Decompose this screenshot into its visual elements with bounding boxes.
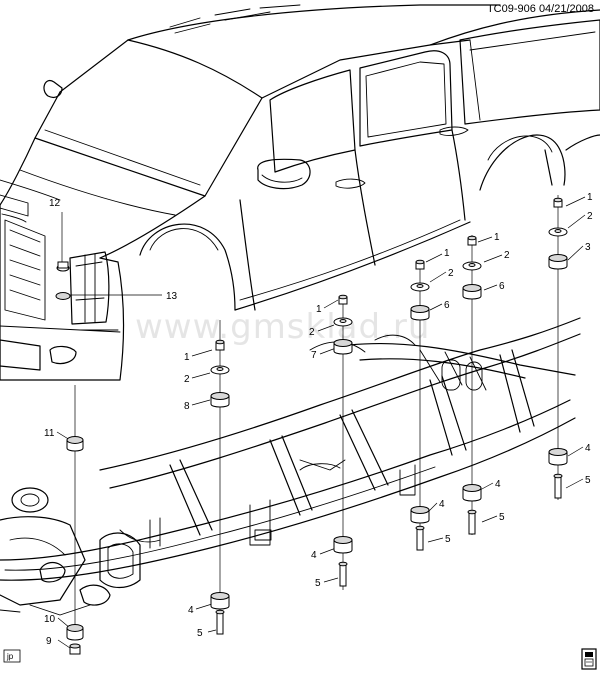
callout-2-rear-left: 2 bbox=[448, 268, 454, 279]
callout-2-front-mid: 2 bbox=[309, 327, 315, 338]
mount-stack-front-left bbox=[210, 339, 230, 635]
callout-4-rear-most: 4 bbox=[585, 443, 591, 454]
corner-tag-jp: jp bbox=[3, 649, 21, 663]
diagram-header: TC09-906 04/21/2008 bbox=[487, 3, 594, 15]
mount-stack-front-mid bbox=[333, 294, 353, 587]
callout-1-front-left: 1 bbox=[184, 352, 190, 363]
front-lower-insulator bbox=[66, 624, 84, 655]
leader-lines bbox=[56, 195, 586, 649]
callout-1-rear-right: 1 bbox=[494, 232, 500, 243]
corner-tag-text: jp bbox=[6, 652, 14, 661]
callout-7: 7 bbox=[311, 350, 317, 361]
callout-5-front-left: 5 bbox=[197, 628, 203, 639]
mount-stack-rear-right bbox=[462, 235, 482, 535]
callout-11: 11 bbox=[44, 428, 55, 439]
callout-2-rear-most: 2 bbox=[587, 211, 593, 222]
callout-labels: 12 13 11 10 9 1 2 8 4 5 1 2 7 4 5 1 2 6 … bbox=[44, 192, 593, 647]
callout-4-front-mid: 4 bbox=[311, 550, 317, 561]
callout-9: 9 bbox=[46, 636, 52, 647]
callout-1-front-mid: 1 bbox=[316, 304, 322, 315]
callout-12: 12 bbox=[49, 198, 61, 209]
callout-3: 3 bbox=[585, 242, 591, 253]
callout-5-front-mid: 5 bbox=[315, 578, 321, 589]
document-icon bbox=[581, 648, 597, 670]
mount-hardware bbox=[55, 197, 568, 655]
mount-stack-rear-most bbox=[548, 197, 568, 499]
callout-5-rear-most: 5 bbox=[585, 475, 591, 486]
callout-10: 10 bbox=[44, 614, 56, 625]
callout-6-rear-left: 6 bbox=[444, 300, 450, 311]
callout-2-front-left: 2 bbox=[184, 374, 190, 385]
callout-6-rear-right: 6 bbox=[499, 281, 505, 292]
callout-1-rear-most: 1 bbox=[587, 192, 593, 203]
callout-13: 13 bbox=[166, 291, 178, 302]
callout-4-rear-right: 4 bbox=[495, 479, 501, 490]
callout-5-rear-left: 5 bbox=[445, 534, 451, 545]
diagram-date: 04/21/2008 bbox=[538, 3, 594, 15]
diagram-code: TC09-906 bbox=[486, 3, 536, 15]
callout-1-rear-left: 1 bbox=[444, 248, 450, 259]
callout-4-front-left: 4 bbox=[188, 605, 194, 616]
callout-5-rear-right: 5 bbox=[499, 512, 505, 523]
watermark-text: www.gmsklad.ru bbox=[135, 307, 430, 347]
callout-2-rear-right: 2 bbox=[504, 250, 510, 261]
radiator-support-insulator bbox=[55, 261, 71, 300]
vehicle-frame bbox=[0, 317, 581, 581]
front-upper-insulator bbox=[66, 436, 84, 452]
callout-4-rear-left: 4 bbox=[439, 499, 445, 510]
mount-stack-rear-left bbox=[410, 259, 430, 551]
callout-8: 8 bbox=[184, 401, 190, 412]
vehicle-body bbox=[0, 4, 600, 381]
front-suspension bbox=[0, 487, 141, 616]
